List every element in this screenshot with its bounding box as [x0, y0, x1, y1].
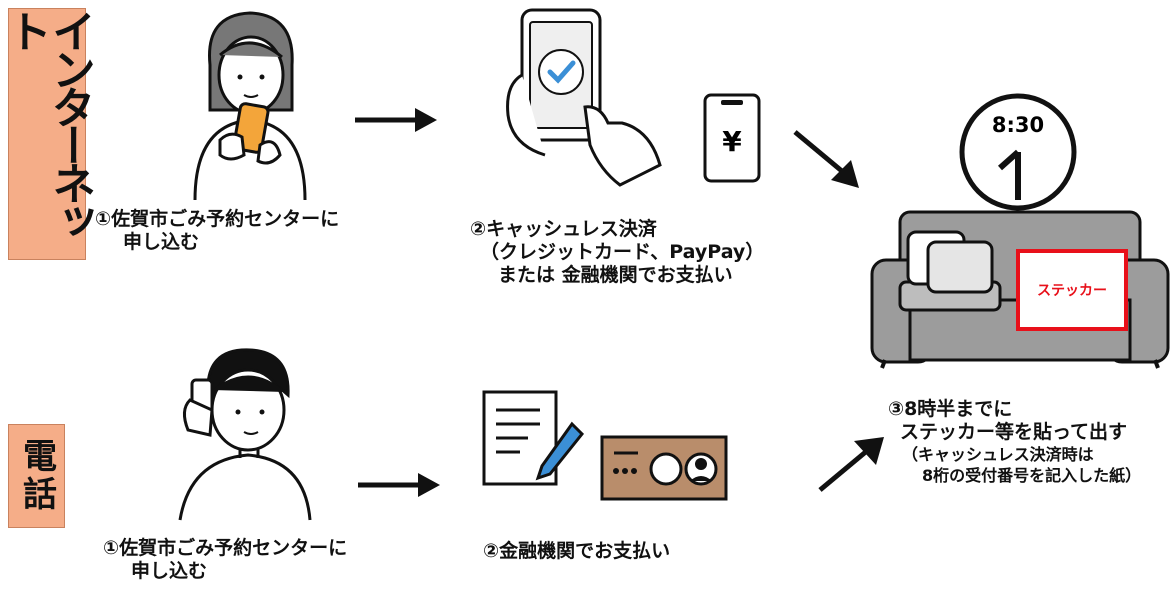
phone-step2-caption: ②金融機関でお支払い [483, 540, 670, 563]
phone-step1-caption: ①佐賀市ごみ予約センターに 申し込む [103, 537, 347, 583]
final-step-line4: 8桁の受付番号を記入した紙） [922, 466, 1142, 485]
arrow-down-right-icon [793, 130, 859, 188]
sticker: ステッカー [1016, 249, 1128, 331]
final-step-line1: ③8時半までに [888, 398, 1013, 420]
final-step-line2: ステッカー等を貼って出す [900, 421, 1128, 443]
arrow-up-right-icon [818, 437, 884, 492]
phone-step1-line1: ①佐賀市ごみ予約センターに [103, 537, 348, 559]
final-step-line3: （キャッシュレス決済時は [902, 445, 1094, 464]
internet-step2-line2: （クレジットカード、PayPay） [480, 241, 765, 263]
yen-payment-phone-icon: ¥ [703, 93, 761, 183]
internet-label-text: インターネット [0, 9, 95, 237]
final-step-caption: ③8時半までに ステッカー等を貼って出す （キャッシュレス決済時は 8桁の受付番… [888, 398, 1141, 486]
phone-step1-line2: 申し込む [131, 560, 208, 582]
phone-label: 電話 [8, 424, 65, 528]
clock-icon: 8:30 [959, 93, 1077, 211]
sticker-text: ステッカー [1037, 283, 1107, 299]
internet-label: インターネット [0, 8, 95, 260]
smartphone-check-icon [506, 8, 662, 187]
arrow-right-icon [358, 473, 440, 497]
internet-step1-line1: ①佐賀市ごみ予約センターに [95, 208, 340, 230]
woman-with-smartphone-icon [193, 11, 307, 201]
phone-step2-line1: ②金融機関でお支払い [483, 540, 671, 562]
internet-step2-caption: ②キャッシュレス決済 （クレジットカード、PayPay） または 金融機関でお支… [470, 218, 764, 287]
internet-step1-line2: 申し込む [123, 231, 200, 253]
internet-step2-line3: または 金融機関でお支払い [498, 264, 733, 286]
man-on-phone-icon [178, 348, 312, 521]
arrow-right-icon [355, 108, 437, 132]
internet-step1-caption: ①佐賀市ごみ予約センターに 申し込む [95, 208, 339, 254]
bank-card-icon [600, 435, 728, 501]
phone-label-text: 電話 [16, 438, 57, 514]
document-pen-icon [482, 390, 585, 486]
internet-step2-line1: ②キャッシュレス決済 [470, 218, 657, 240]
clock-time: 8:30 [992, 113, 1044, 137]
yen-symbol: ¥ [722, 125, 742, 158]
